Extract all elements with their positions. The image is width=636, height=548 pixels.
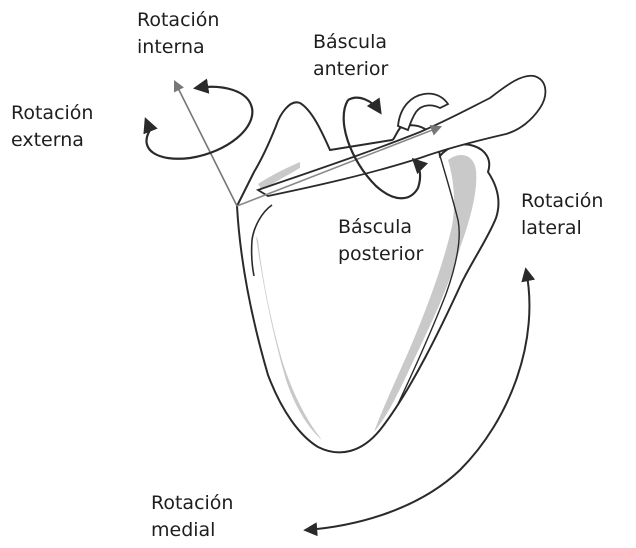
posterior-tilt-label: Báscula posterior bbox=[338, 214, 423, 268]
lateral-rotation-label: Rotación lateral bbox=[521, 188, 603, 242]
medial-rotation-label: Rotación medial bbox=[151, 490, 233, 544]
anterior-tilt-label: Báscula anterior bbox=[313, 29, 388, 83]
external-rotation-label: Rotación externa bbox=[11, 100, 93, 154]
external-rotation-arrowhead bbox=[146, 120, 150, 130]
anterior-tilt-arrow bbox=[348, 98, 380, 112]
internal-rotation-label: Rotación interna bbox=[137, 7, 219, 61]
internal-external-rotation-arrow bbox=[146, 87, 252, 159]
